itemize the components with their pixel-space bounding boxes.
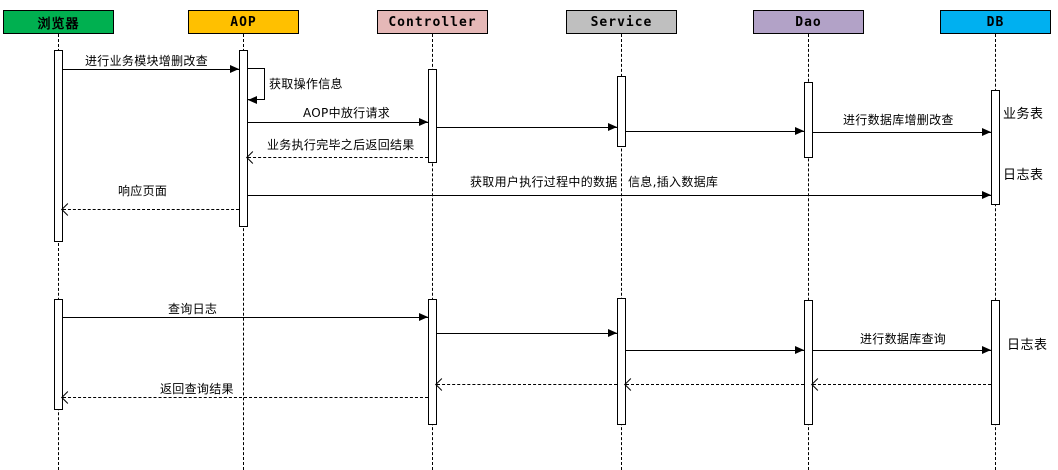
arrowhead-right-icon <box>795 127 804 135</box>
activation-controller-2 <box>428 299 437 425</box>
message-label-6: 进行数据库增删改查 <box>843 113 954 127</box>
arrowhead-right-icon <box>608 123 617 131</box>
message-line-11 <box>437 333 617 334</box>
lifeline-aop <box>243 34 244 470</box>
message-line-9 <box>63 209 239 210</box>
participant-aop: AOP <box>188 10 299 34</box>
message-line-16 <box>437 384 617 385</box>
participant-db: DB <box>940 10 1051 34</box>
arrowhead-right-icon <box>795 346 804 354</box>
message-line-6 <box>813 132 991 133</box>
message-line-15 <box>626 384 804 385</box>
activation-browser-1 <box>54 50 63 242</box>
message-line-17 <box>63 397 428 398</box>
arrowhead-right-icon <box>608 329 617 337</box>
activation-dao-1 <box>804 82 813 158</box>
arrowhead-open-left-icon <box>624 378 637 391</box>
message-label-7: 业务执行完毕之后返回结果 <box>267 138 415 152</box>
activation-service-1 <box>617 76 626 147</box>
arrowhead-open-left-icon <box>246 151 259 164</box>
message-label-9: 响应页面 <box>118 184 168 198</box>
message-label-10: 查询日志 <box>168 302 218 316</box>
annotation-log-table-1: 日志表 <box>1003 168 1044 183</box>
message-label-3: AOP中放行请求 <box>303 106 391 120</box>
arrowhead-right-icon <box>419 118 428 126</box>
participant-browser: 浏览器 <box>3 10 114 34</box>
arrowhead-open-left-icon <box>61 203 74 216</box>
message-label-13: 进行数据库查询 <box>860 332 947 346</box>
activation-controller-1 <box>428 69 437 163</box>
arrowhead-left-icon <box>248 96 257 104</box>
message-label-8b: 信息,插入数据库 <box>628 175 719 189</box>
participant-db-label: DB <box>986 14 1005 30</box>
participant-controller: Controller <box>377 10 488 34</box>
message-line-14 <box>813 384 991 385</box>
participant-browser-label: 浏览器 <box>37 16 80 32</box>
message-line-8 <box>248 195 991 196</box>
arrowhead-right-icon <box>982 191 991 199</box>
lifeline-dao <box>808 34 809 470</box>
arrowhead-right-icon <box>419 313 428 321</box>
annotation-log-table-2: 日志表 <box>1007 338 1048 353</box>
arrowhead-open-left-icon <box>811 378 824 391</box>
participant-service: Service <box>566 10 677 34</box>
activation-aop-1 <box>239 50 248 227</box>
message-line-5 <box>626 131 804 132</box>
message-line-3 <box>248 122 428 123</box>
activation-db-2 <box>991 300 1000 425</box>
lifeline-service <box>621 34 622 470</box>
participant-aop-label: AOP <box>230 14 257 30</box>
participant-controller-label: Controller <box>388 14 477 30</box>
activation-db-1 <box>991 90 1000 205</box>
participant-dao-label: Dao <box>795 14 822 30</box>
message-label-1: 进行业务模块增删改查 <box>85 54 209 68</box>
message-label-17: 返回查询结果 <box>160 382 234 396</box>
message-line-1 <box>63 69 239 70</box>
arrowhead-open-left-icon <box>61 391 74 404</box>
activation-service-2 <box>617 298 626 425</box>
message-line-12 <box>626 350 804 351</box>
lifeline-db <box>995 34 996 470</box>
arrowhead-right-icon <box>982 346 991 354</box>
arrowhead-open-left-icon <box>435 378 448 391</box>
arrowhead-right-icon <box>982 128 991 136</box>
lifeline-controller <box>432 34 433 470</box>
message-line-4 <box>437 127 617 128</box>
message-line-7 <box>248 157 428 158</box>
activation-browser-2 <box>54 299 63 410</box>
message-label-8a: 获取用户执行过程中的数据 <box>470 175 618 189</box>
arrowhead-right-icon <box>230 65 239 73</box>
message-line-10 <box>63 317 428 318</box>
message-line-13 <box>813 350 991 351</box>
participant-service-label: Service <box>590 14 653 30</box>
message-label-2: 获取操作信息 <box>269 77 343 91</box>
lifeline-browser <box>58 34 59 470</box>
activation-dao-2 <box>804 300 813 425</box>
annotation-business-table: 业务表 <box>1003 107 1044 122</box>
participant-dao: Dao <box>753 10 864 34</box>
